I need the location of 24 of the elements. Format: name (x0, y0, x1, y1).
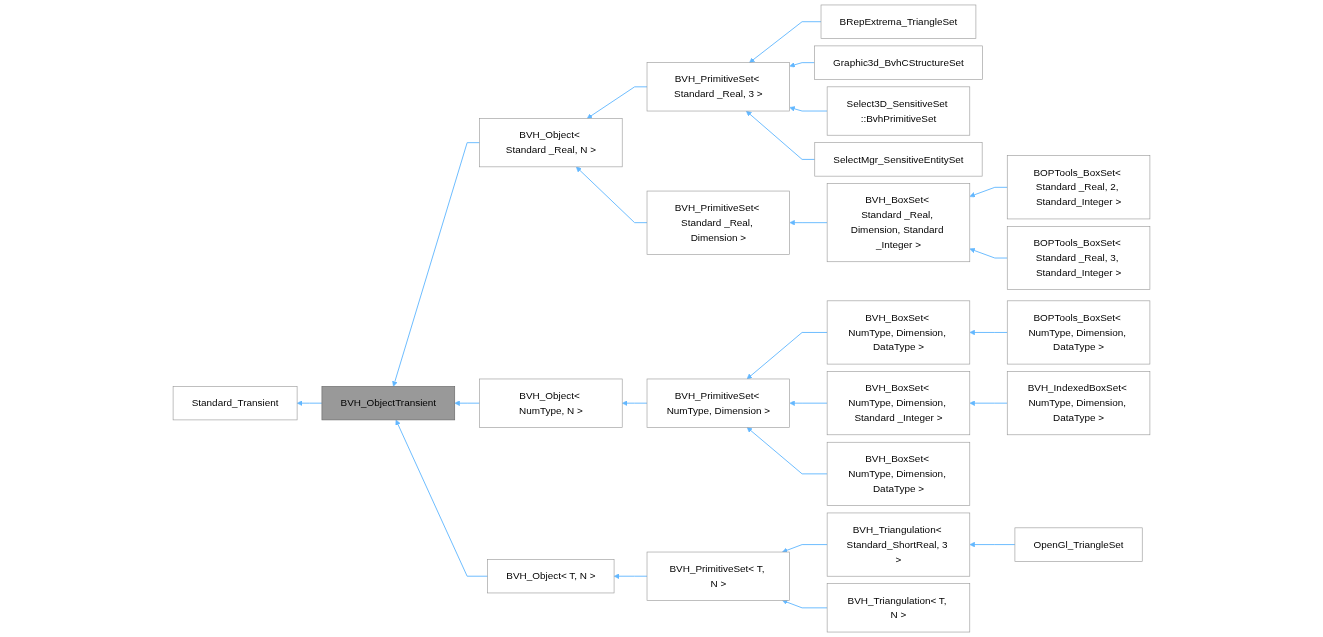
node-box: BVH_BoxSet< NumType, Dimension, Standard _Integer > (826, 371, 971, 436)
node-box: BOPTools_BoxSet< Standard _Real, 2, Standard_Integer > (1006, 155, 1151, 220)
node-box: BVH_Triangulation< Standard_ShortReal, 3 > (826, 512, 971, 577)
node-box: Graphic3d_BvhCStructureSet (814, 45, 983, 80)
node-box: BVH_PrimitiveSet< NumType, Dimension > (646, 378, 790, 428)
node-box: BVH_Object< NumType, N > (479, 378, 623, 428)
node-box: BVH_Object< Standard _Real, N > (479, 118, 623, 168)
node-box: SelectMgr_SensitiveEntitySet (814, 142, 983, 177)
node-box: BOPTools_BoxSet< Standard _Real, 3, Standard_Integer > (1006, 226, 1151, 290)
node-box: BVH_BoxSet< NumType, Dimension, DataType > (826, 441, 971, 506)
node-box: BVH_PrimitiveSet< T, N > (646, 551, 790, 601)
node-box: BVH_BoxSet< NumType, Dimension, DataType > (826, 300, 971, 365)
node-box: BVH_Object< T, N > (487, 559, 615, 594)
node-box: BOPTools_BoxSet< NumType, Dimension, DataType > (1006, 300, 1151, 365)
node-box: Standard_Transient (172, 386, 298, 421)
node-box: BVH_BoxSet< Standard _Real, Dimension, Standard _Integer > (826, 183, 971, 263)
node-box: OpenGl_TriangleSet (1014, 527, 1143, 562)
node-box: Select3D_SensitiveSet ::BvhPrimitiveSet (826, 86, 971, 136)
node-box: BVH_ObjectTransient (321, 386, 456, 421)
node-box: BVH_PrimitiveSet< Standard _Real, Dimension > (646, 190, 790, 255)
node-box: BVH_PrimitiveSet< Standard _Real, 3 > (646, 62, 790, 112)
node-box: BVH_IndexedBoxSet< NumType, Dimension, DataType > (1006, 371, 1151, 436)
node-box: BRepExtrema_TriangleSet (820, 4, 977, 39)
node-box: BVH_Triangulation< T, N > (826, 583, 971, 633)
